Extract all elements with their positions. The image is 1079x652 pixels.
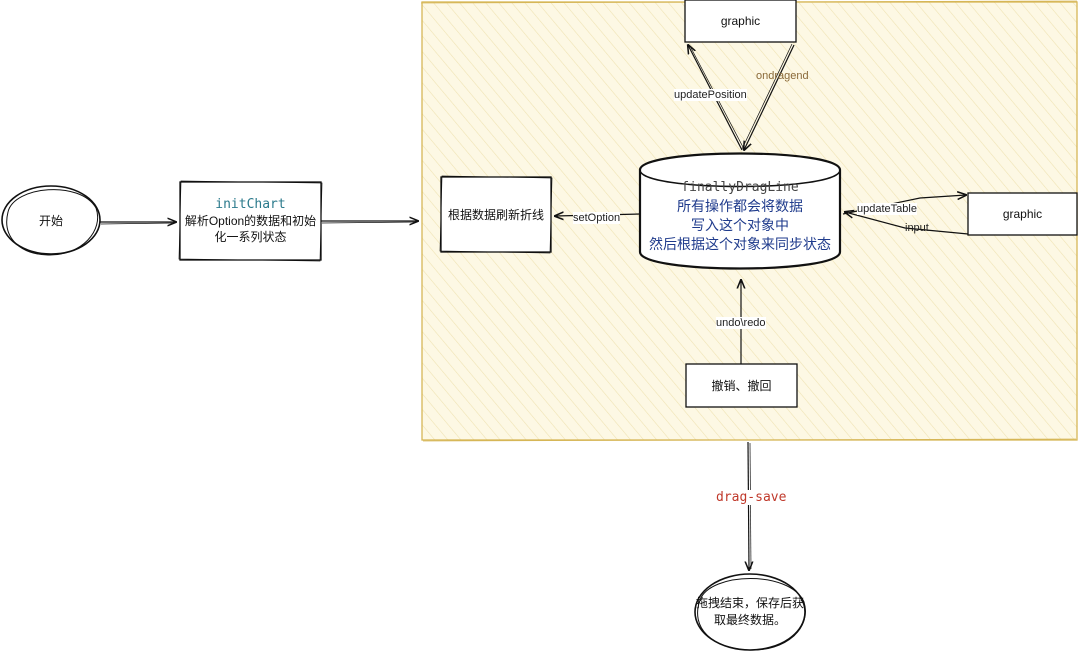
- drag-save-text: drag-save: [716, 490, 787, 505]
- start-label: 开始: [10, 204, 92, 236]
- edge-start-to-init: [100, 222, 176, 224]
- update-table-text: updateTable: [857, 203, 917, 215]
- edge-init-to-container: [321, 221, 418, 223]
- drag-save-label: drag-save: [716, 490, 787, 505]
- store-label: finallyDragLine 所有操作都会将数据 写入这个对象中 然后根据这个…: [640, 178, 840, 254]
- edge-input: [845, 212, 969, 235]
- store-line3: 然后根据这个对象来同步状态: [649, 236, 831, 252]
- set-option-label: setOption: [573, 212, 621, 224]
- store-code: finallyDragLine: [681, 180, 799, 195]
- undo-label: 撤销、撤回: [686, 364, 797, 407]
- undo-redo-text: undo\redo: [716, 317, 766, 329]
- edge-drag-save: [748, 441, 751, 570]
- init-label: initChart 解析Option的数据和初始 化一系列状态: [180, 196, 321, 246]
- end-node: [694, 573, 806, 651]
- init-line2: 化一系列状态: [214, 230, 287, 244]
- init-node: [178, 180, 323, 262]
- input-text: input: [905, 222, 929, 234]
- end-line2: 取最终数据。: [713, 613, 786, 627]
- update-position-text: updatePosition: [674, 89, 747, 101]
- end-line1: 拖拽结束，保存后获: [695, 596, 804, 610]
- end-label: 拖拽结束，保存后获 取最终数据。: [692, 593, 808, 631]
- edge-ondragend: [741, 43, 795, 150]
- graphic-right-node: [967, 192, 1078, 236]
- refresh-text: 根据数据刷新折线: [447, 208, 544, 222]
- ondragend-text: ondragend: [756, 70, 809, 82]
- refresh-label: 根据数据刷新折线: [441, 177, 551, 252]
- set-option-text: setOption: [573, 212, 621, 224]
- init-line1: 解析Option的数据和初始: [184, 214, 317, 228]
- undo-redo-label: undo\redo: [716, 317, 766, 329]
- input-label: input: [905, 222, 929, 234]
- graphic-right-label: graphic: [968, 193, 1077, 235]
- graphic-top-node: [684, 0, 797, 43]
- store-line1: 所有操作都会将数据: [677, 198, 803, 214]
- ondragend-label: ondragend: [756, 70, 809, 82]
- start-text: 开始: [38, 213, 63, 228]
- update-table-label: updateTable: [857, 203, 917, 215]
- graphic-right-text: graphic: [1002, 207, 1043, 221]
- start-node: [1, 185, 101, 256]
- undo-text: 撤销、撤回: [711, 379, 772, 393]
- store-line2: 写入这个对象中: [691, 217, 789, 233]
- init-code: initChart: [215, 197, 286, 212]
- refresh-node: [439, 175, 553, 254]
- update-position-label: updatePosition: [674, 89, 747, 101]
- graphic-top-label: graphic: [685, 0, 796, 42]
- graphic-top-text: graphic: [720, 14, 761, 28]
- store-node: [638, 152, 842, 270]
